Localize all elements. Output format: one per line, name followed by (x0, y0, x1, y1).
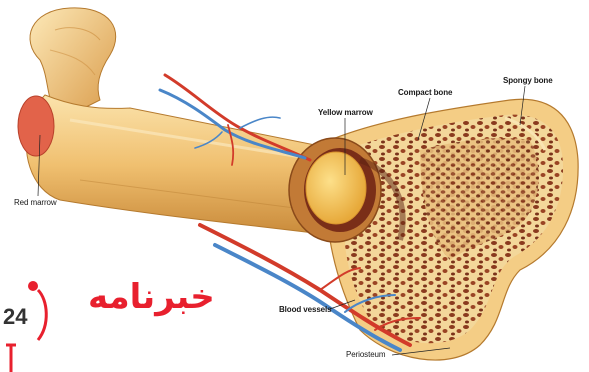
bone-shaft (26, 95, 340, 235)
red-marrow-region (18, 96, 54, 156)
label-periosteum: Periosteum (346, 350, 385, 359)
label-red-marrow: Red marrow (14, 198, 57, 207)
logo-text: خبرنامه (88, 280, 215, 314)
label-compact-bone: Compact bone (398, 88, 452, 97)
label-blood-vessels: Blood vessels (279, 305, 332, 314)
label-spongy-bone: Spongy bone (503, 76, 553, 85)
yellow-marrow-core (306, 152, 366, 224)
label-yellow-marrow: Yellow marrow (318, 108, 373, 117)
logo-number: 24 (3, 306, 27, 328)
